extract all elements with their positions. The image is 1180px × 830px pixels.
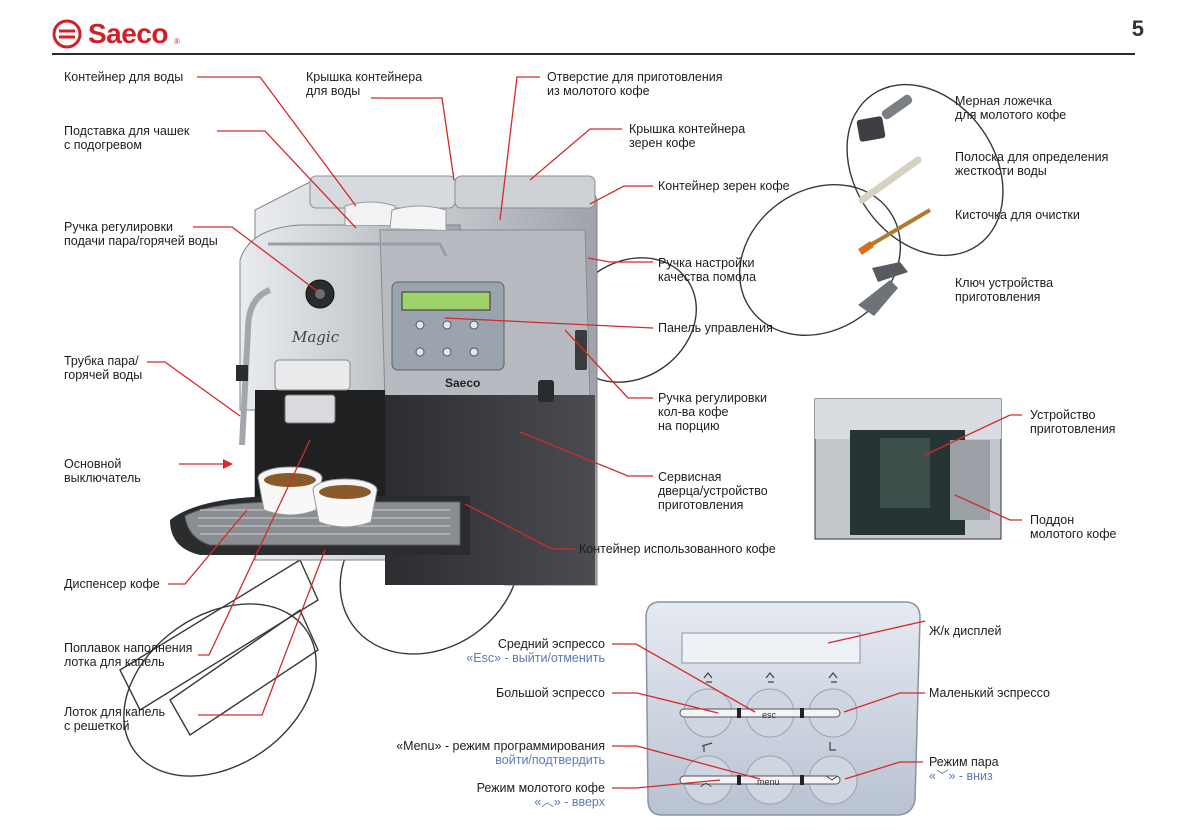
page-number: 5 [1131,16,1144,41]
label-medium-espresso: Средний эспрессо [497,637,605,651]
label-esc-hint: «Esc» - выйти/отменить [466,651,605,665]
label-steam-knob: Ручка регулировки подачи пара/горячей во… [64,220,218,248]
up-button-label: ︿ [700,775,712,789]
label-menu-mode: «Menu» - режим программирования [396,739,605,753]
label-water-lid: Крышка контейнера для воды [306,70,423,98]
label-bean-container: Контейнер зерен кофе [658,179,790,193]
label-float: Поплавок наполнения лотка для капель [64,641,193,669]
label-dispenser: Диспенсер кофе [64,577,160,591]
label-grind-knob: Ручка настройки качества помола [658,256,757,284]
label-small-espresso: Маленький эспрессо [929,686,1050,700]
machine-brand-plate: Saeco [445,376,480,390]
leader-lines [147,76,1022,789]
label-control-panel: Панель управления [658,321,773,335]
label-bean-lid: Крышка контейнера зерен кофе [629,122,746,150]
label-menu-hint: войти/подтвердить [495,753,605,767]
label-scoop: Мерная ложечка для молотого кофе [955,94,1067,122]
menu-button-label: menu [757,777,780,787]
machine-model-label: Magic [291,328,340,346]
label-down-hint: «﹀» - вниз [929,769,993,783]
label-service-door: Сервисная дверца/устройство приготовлени… [658,470,768,512]
coffee-machine: Magic Saeco [170,175,598,586]
label-dose-knob: Ручка регулировки кол-ва кофе на порцию [658,391,767,433]
label-up-hint: «︿» - вверх [534,795,605,809]
label-ground-opening: Отверстие для приготовления из молотого … [547,70,723,98]
accessories [856,94,932,316]
label-main-switch: Основной выключатель [64,457,141,485]
label-steam-mode: Режим пара [929,755,999,769]
label-drip-tray: Лоток для капель с решеткой [64,705,165,733]
label-large-espresso: Большой эспрессо [495,686,605,700]
label-brew-group: Устройство приготовления [1030,408,1116,436]
label-water-container: Контейнер для воды [64,70,184,84]
label-key: Ключ устройства приготовления [955,276,1054,304]
label-grounds-container: Контейнер использованного кофе [579,542,776,556]
header-divider [52,53,1135,55]
label-lcd: Ж/к дисплей [929,624,1002,638]
label-steam-wand: Трубка пара/ горячей воды [64,354,143,382]
saeco-logo-icon [52,19,82,49]
brand-registered: ® [174,36,180,46]
label-hardness-strip: Полоска для определения жесткости воды [955,150,1109,178]
control-panel-drawing: esc menu ︿ ﹀ [645,601,921,816]
label-grounds-tray: Поддон молотого кофе [1030,513,1117,541]
brand-logo: Saeco ® [52,18,180,50]
down-button-label: ﹀ [826,775,838,789]
label-ground-mode: Режим молотого кофе [476,781,605,795]
inset-photo [814,398,1002,540]
label-brush: Кисточка для очистки [955,208,1080,222]
label-cup-warmer: Подставка для чашек с подогревом [64,124,190,152]
esc-button-label: esc [762,710,777,720]
brand-name: Saeco [88,18,169,49]
